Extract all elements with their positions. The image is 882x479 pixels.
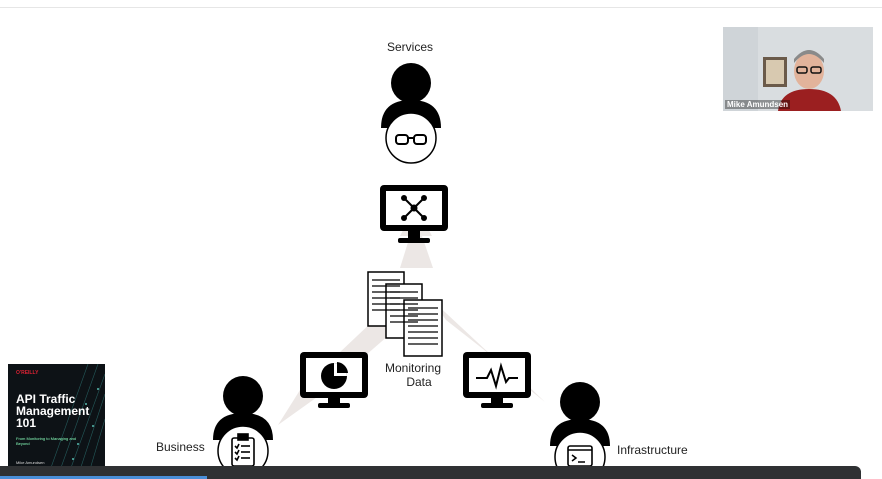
playback-progress[interactable] bbox=[0, 476, 207, 479]
participant-name: Mike Amundsen bbox=[725, 100, 791, 109]
top-divider bbox=[0, 7, 882, 8]
speaker-video-frame bbox=[723, 27, 873, 111]
book-author: Mike Amundsen bbox=[16, 460, 45, 465]
speaker-video-tile[interactable]: Mike Amundsen bbox=[723, 27, 873, 111]
pie-chart-monitor-icon bbox=[300, 352, 368, 408]
book-subtitle: From Monitoring to Managing and Beyond bbox=[16, 436, 77, 446]
monitoring-data-label: Monitoring Data bbox=[379, 361, 447, 389]
book-publisher: O'REILLY bbox=[16, 370, 39, 376]
book-cover-thumbnail[interactable]: O'REILLY API Traffic Management 101 From… bbox=[8, 364, 105, 476]
business-label: Business bbox=[156, 440, 205, 454]
glasses-icon bbox=[395, 134, 427, 145]
monitoring-data-label-line2: Data bbox=[406, 375, 432, 389]
services-person-icon bbox=[381, 63, 441, 164]
services-label: Services bbox=[387, 40, 434, 54]
infrastructure-label: Infrastructure bbox=[617, 443, 688, 457]
player-controls-bar[interactable] bbox=[0, 466, 861, 479]
book-cover-art bbox=[47, 364, 105, 476]
book-title: API Traffic Management 101 bbox=[16, 392, 90, 430]
monitoring-data-documents-icon bbox=[367, 271, 443, 357]
business-person-icon bbox=[213, 376, 273, 477]
network-monitor-icon bbox=[380, 185, 448, 243]
heartbeat-monitor-icon bbox=[463, 352, 531, 408]
clipboard-icon bbox=[231, 433, 255, 467]
monitoring-data-label-line1: Monitoring bbox=[384, 361, 442, 375]
infrastructure-person-icon bbox=[550, 382, 610, 479]
